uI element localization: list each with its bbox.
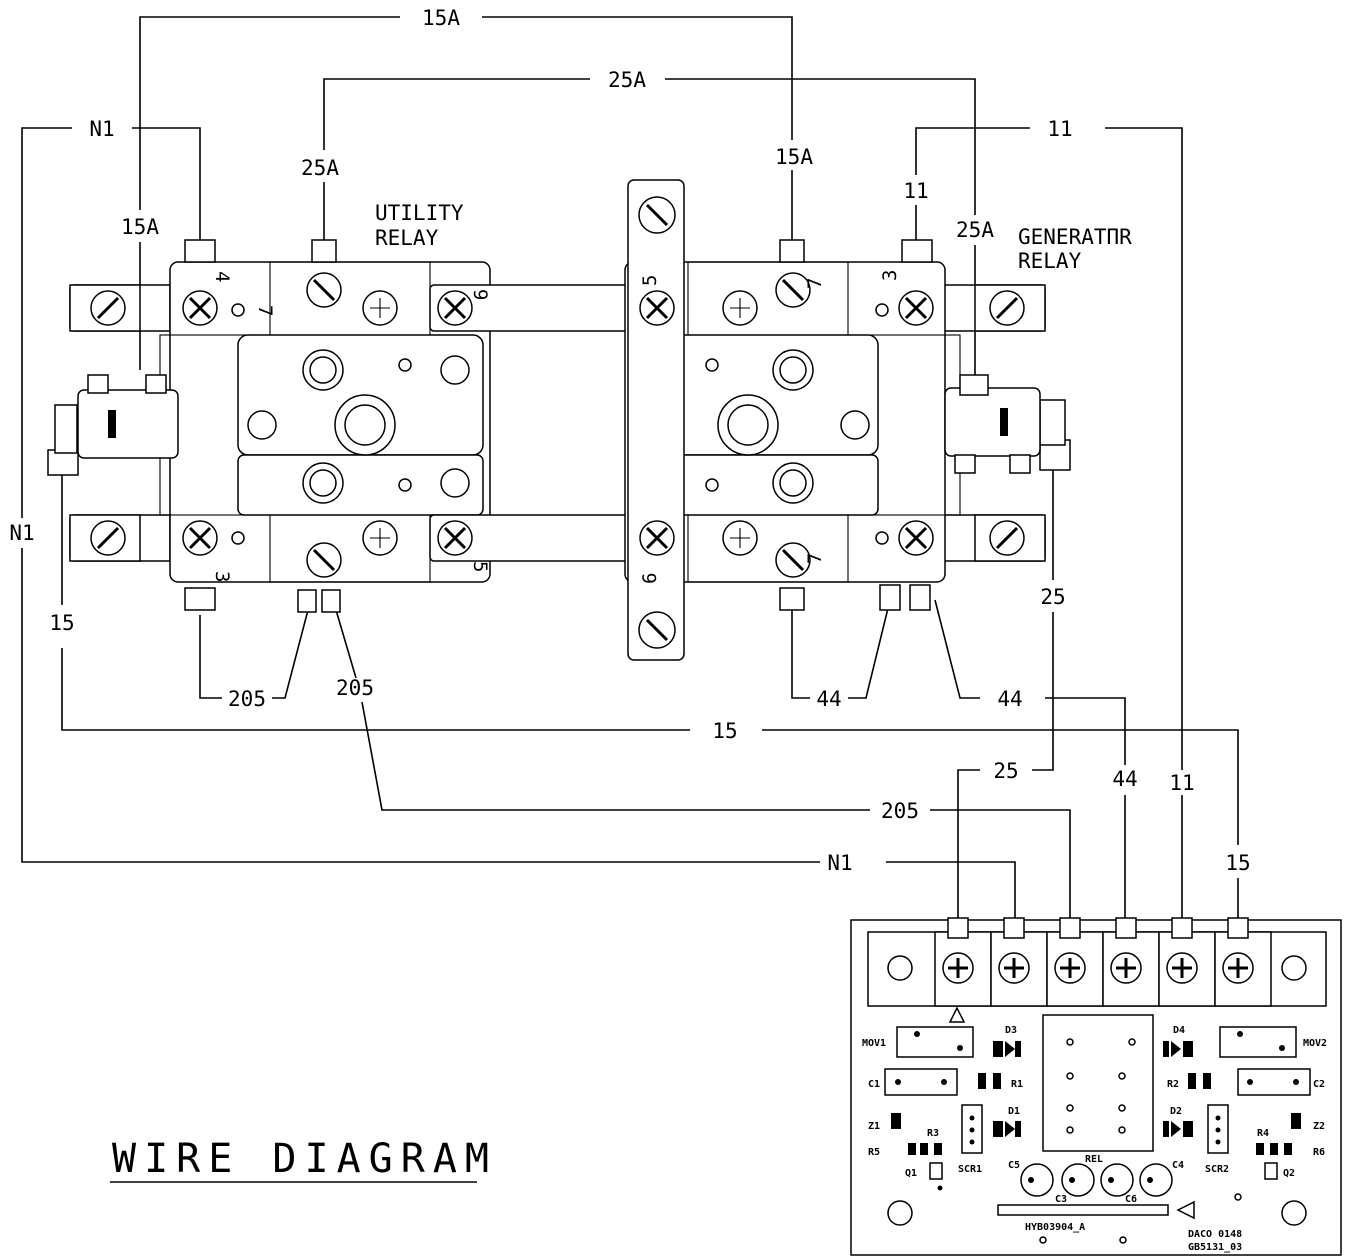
utility-screws <box>90 272 473 578</box>
pcb-label-d1: D1 <box>1008 1106 1020 1117</box>
terminal-u-bot-left: 3 <box>211 571 233 582</box>
label-15a-left: 15A <box>121 215 159 239</box>
pcb-label-mov1: MOV1 <box>862 1038 886 1049</box>
control-pcb: MOV1 MOV2 C1 C2 D3 D4 D1 D2 R1 R2 R3 R4 … <box>850 917 1342 1256</box>
wire-44-right <box>934 599 1126 920</box>
diagram-title: WIRE DIAGRAM <box>112 1136 497 1182</box>
label-n1-low: N1 <box>827 851 852 875</box>
label-11-low: 11 <box>1169 771 1194 795</box>
pcb-label-d2: D2 <box>1170 1106 1182 1117</box>
pcb-label-rel: REL <box>1085 1154 1103 1165</box>
pcb-part-number: HYB03904_A <box>1025 1222 1085 1233</box>
utility-relay: 4 7 9 3 5 <box>47 239 631 613</box>
label-15-mid: 15 <box>712 719 737 743</box>
utility-relay-name-2: RELAY <box>375 226 439 250</box>
label-25-low: 25 <box>993 759 1018 783</box>
wire-15-left <box>61 475 1239 845</box>
pcb-label-c2: C2 <box>1313 1079 1325 1090</box>
terminal-u-top-right: 9 <box>469 289 491 300</box>
pcb-diodes <box>993 1041 1193 1137</box>
generator-screws <box>638 196 1025 649</box>
pcb-stamp-line2: GB5131_03 <box>1188 1242 1242 1253</box>
label-11-top: 11 <box>1047 117 1072 141</box>
utility-relay-name-1: UTILITY <box>375 201 464 225</box>
pcb-label-scr1: SCR1 <box>958 1164 982 1175</box>
wire-labels: 15A 25A N1 11 25A 15A 15A 11 25A N1 15 2… <box>9 6 1250 875</box>
pcb-label-r5: R5 <box>868 1147 880 1158</box>
wire-25-right <box>957 470 1054 920</box>
label-205-low: 205 <box>881 799 919 823</box>
pcb-label-r4: R4 <box>1257 1128 1269 1139</box>
label-205-b: 205 <box>336 676 374 700</box>
pcb-label-scr2: SCR2 <box>1205 1164 1229 1175</box>
pcb-terminals <box>934 917 1272 1007</box>
label-25a-right: 25A <box>956 218 994 242</box>
wire-44-left <box>791 599 891 699</box>
label-25a-top: 25A <box>608 68 646 92</box>
terminal-g-bot-left: 6 <box>639 573 661 584</box>
label-25a-left: 25A <box>301 156 339 180</box>
pcb-label-c4: C4 <box>1172 1160 1184 1171</box>
label-n1-top: N1 <box>89 117 114 141</box>
label-n1-left: N1 <box>9 521 34 545</box>
wire-n1-stub <box>132 127 201 240</box>
pcb-label-z1: Z1 <box>868 1121 880 1132</box>
pcb-label-r3: R3 <box>927 1128 939 1139</box>
pcb-label-r1: R1 <box>1011 1079 1023 1090</box>
pcb-label-c3: C3 <box>1055 1194 1067 1205</box>
label-15-left: 15 <box>49 611 74 635</box>
label-205-a: 205 <box>228 687 266 711</box>
generator-relay-name-2: RELAY <box>1018 249 1082 273</box>
wire-11-top <box>915 127 1183 920</box>
pcb-label-c1: C1 <box>868 1079 880 1090</box>
label-44-a: 44 <box>816 687 841 711</box>
terminal-u-bot-right: 5 <box>469 561 491 572</box>
label-15a-top: 15A <box>422 6 460 30</box>
pcb-label-mov2: MOV2 <box>1303 1038 1327 1049</box>
pcb-label-c5: C5 <box>1008 1160 1020 1171</box>
pcb-label-d3: D3 <box>1005 1025 1017 1036</box>
pcb-label-c6: C6 <box>1125 1194 1137 1205</box>
wire-15a-top <box>139 16 793 240</box>
label-25-right: 25 <box>1040 585 1065 609</box>
terminal-g-top-left: 5 <box>639 275 661 286</box>
label-44-low: 44 <box>1112 767 1137 791</box>
generator-relay-name-1: GENERATΠR <box>1018 225 1132 249</box>
pcb-label-q1: Q1 <box>905 1168 917 1179</box>
wire-n1-top <box>21 127 1016 920</box>
generator-relay: 5 7 3 6 7 <box>624 179 1071 661</box>
label-11-right: 11 <box>903 179 928 203</box>
wire-205-right <box>335 609 1071 920</box>
pcb-label-r6: R6 <box>1313 1147 1325 1158</box>
wire-205-left <box>199 609 309 699</box>
label-15a-right: 15A <box>775 145 813 169</box>
terminal-u-top-left: 4 <box>211 271 233 282</box>
label-15-low: 15 <box>1225 851 1250 875</box>
wire-routes <box>21 16 1239 920</box>
terminal-g-top-right: 3 <box>879 270 901 281</box>
terminal-g-top-mid: 7 <box>804 278 826 289</box>
pcb-label-r2: R2 <box>1167 1079 1179 1090</box>
pcb-label-d4: D4 <box>1173 1025 1185 1036</box>
terminal-g-bot-mid: 7 <box>804 553 826 564</box>
pcb-stamp-line1: DACO 0148 <box>1188 1229 1242 1240</box>
pcb-label-z2: Z2 <box>1313 1121 1325 1132</box>
pcb-label-q2: Q2 <box>1283 1168 1295 1179</box>
terminal-u-top-mid: 7 <box>254 305 276 316</box>
label-44-b: 44 <box>997 687 1022 711</box>
